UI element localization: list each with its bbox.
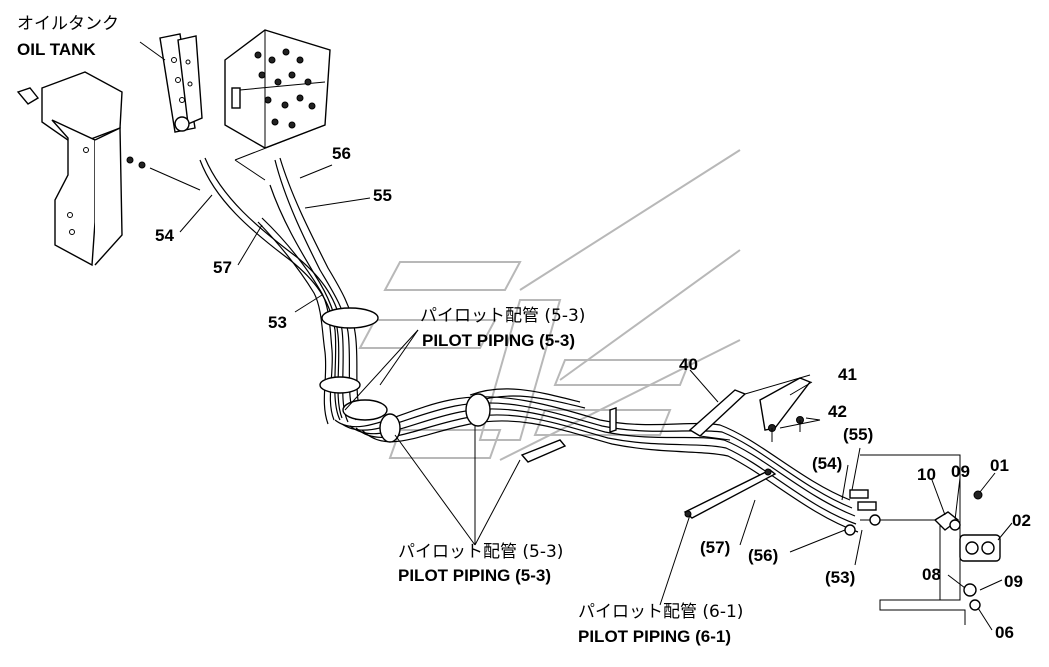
part-number-56-ref: (56) [748,546,779,565]
part-number-53-ref: (53) [825,568,856,587]
control-valve-block [224,29,331,181]
part-number-56: 56 [332,144,351,163]
pilot-piping-5-3-bottom-label-en: PILOT PIPING (5-3) [398,566,552,585]
pilot-piping-6-1-label-en: PILOT PIPING (6-1) [578,627,732,646]
part-number-09-top: 09 [951,462,970,481]
right-valve-assembly [844,454,1001,625]
hose-clamps [319,307,617,463]
pilot-piping-5-3-bottom-label-jp: パイロット配管 (5-3) [398,542,564,562]
part-number-01: 01 [990,456,1009,475]
part-number-41: 41 [838,365,857,384]
tank-level-gauge [159,33,203,133]
watermark-logo [358,149,741,461]
pilot-piping-6-1-label-jp: パイロット配管 (6-1) [578,602,744,622]
part-number-54-ref: (54) [812,454,843,473]
oil-tank-bracket [16,71,201,267]
part-number-02: 02 [1012,511,1031,530]
part-number-55-ref: (55) [843,425,874,444]
part-number-10: 10 [917,465,936,484]
pilot-piping-5-3-top-label-jp: パイロット配管 (5-3) [420,306,586,326]
part-number-08: 08 [922,565,941,584]
part-number-57: 57 [213,258,232,277]
oil-tank-label-jp: オイルタンク [17,14,119,34]
part-number-09-bottom: 09 [1004,572,1023,591]
part-number-42: 42 [828,402,847,421]
part-number-57-ref: (57) [700,538,731,557]
part-number-40: 40 [679,355,698,374]
oil-tank-label-en: OIL TANK [17,40,96,59]
pilot-piping-5-3-top-label-en: PILOT PIPING (5-3) [422,331,576,350]
part-number-53: 53 [268,313,287,332]
part-number-06: 06 [995,623,1014,642]
part-number-55: 55 [373,186,392,205]
part-number-54: 54 [155,226,174,245]
leader-lines [139,41,1013,631]
bracket-6-1 [683,468,777,519]
